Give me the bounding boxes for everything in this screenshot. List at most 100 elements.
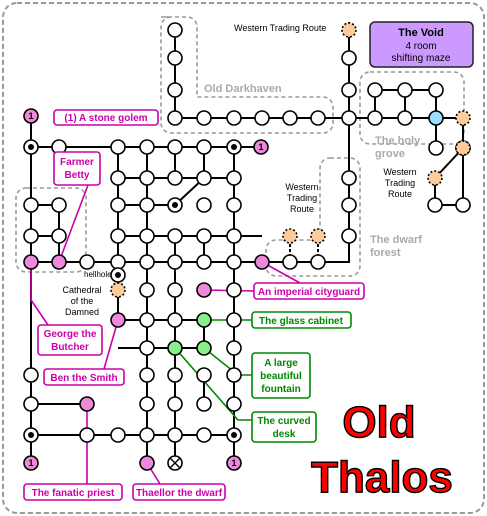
- room-node[interactable]: [23, 228, 39, 244]
- holy-grove-room[interactable]: [428, 110, 444, 126]
- exit-room[interactable]: [310, 228, 326, 244]
- mob-room[interactable]: [254, 254, 270, 270]
- room-node[interactable]: [397, 110, 413, 126]
- exit-room[interactable]: [427, 170, 443, 186]
- room-node[interactable]: [367, 82, 383, 98]
- room-node[interactable]: [341, 110, 357, 126]
- room-node[interactable]: [226, 396, 242, 412]
- room-node[interactable]: [139, 228, 155, 244]
- room-node[interactable]: [397, 82, 413, 98]
- room-node[interactable]: [23, 197, 39, 213]
- room-marker-circle-right[interactable]: [253, 139, 269, 155]
- room-node[interactable]: [341, 82, 357, 98]
- room-node[interactable]: [196, 254, 212, 270]
- room-node[interactable]: [196, 427, 212, 443]
- room-node[interactable]: [310, 110, 326, 126]
- x-room[interactable]: [167, 455, 183, 471]
- room-node[interactable]: [139, 396, 155, 412]
- room-node[interactable]: [167, 312, 183, 328]
- mob-room[interactable]: [51, 254, 67, 270]
- room-node[interactable]: [79, 427, 95, 443]
- room-node[interactable]: [428, 140, 444, 156]
- room-node[interactable]: [167, 50, 183, 66]
- exit-room[interactable]: [455, 110, 471, 126]
- room-node[interactable]: [310, 254, 326, 270]
- room-node[interactable]: [226, 254, 242, 270]
- room-node[interactable]: [196, 197, 212, 213]
- room-node[interactable]: [139, 197, 155, 213]
- exit-room[interactable]: [341, 22, 357, 38]
- mob-ben-smith[interactable]: Ben the Smith: [43, 368, 125, 386]
- room-node[interactable]: [341, 197, 357, 213]
- room-marker-circle-bottom-right[interactable]: [226, 455, 242, 471]
- room-node[interactable]: [51, 197, 67, 213]
- room-node[interactable]: [23, 396, 39, 412]
- mob-room[interactable]: [196, 282, 212, 298]
- room-node[interactable]: [139, 170, 155, 186]
- room-node[interactable]: [139, 282, 155, 298]
- room-node[interactable]: [367, 110, 383, 126]
- room-node[interactable]: [167, 282, 183, 298]
- room-node[interactable]: [110, 254, 126, 270]
- room-node[interactable]: [196, 170, 212, 186]
- room-node[interactable]: [139, 312, 155, 328]
- mob-fanatic-priest[interactable]: The fanatic priest: [23, 483, 123, 501]
- room-node[interactable]: [167, 396, 183, 412]
- room-node[interactable]: [254, 110, 270, 126]
- room-node[interactable]: [196, 396, 212, 412]
- exit-room[interactable]: [455, 140, 471, 156]
- room-node[interactable]: [139, 367, 155, 383]
- room-node[interactable]: [226, 110, 242, 126]
- object-fountain[interactable]: A large beautiful fountain: [251, 352, 311, 399]
- mob-room[interactable]: [139, 455, 155, 471]
- room-node[interactable]: [139, 139, 155, 155]
- room-node[interactable]: [167, 367, 183, 383]
- object-room[interactable]: [196, 340, 212, 356]
- room-node[interactable]: [167, 110, 183, 126]
- room-node[interactable]: [51, 228, 67, 244]
- room-node[interactable]: [167, 139, 183, 155]
- room-marker-circle-bottom-left[interactable]: [23, 455, 39, 471]
- room-node[interactable]: [455, 197, 471, 213]
- room-node[interactable]: [167, 254, 183, 270]
- mob-room[interactable]: [79, 396, 95, 412]
- room-node[interactable]: [196, 110, 212, 126]
- room-node[interactable]: [341, 170, 357, 186]
- mob-stone-golem[interactable]: (1) A stone golem: [53, 109, 159, 126]
- room-node[interactable]: [110, 197, 126, 213]
- mob-imperial-cityguard[interactable]: An imperial cityguard: [253, 282, 365, 300]
- room-node[interactable]: [167, 170, 183, 186]
- room-node[interactable]: [282, 254, 298, 270]
- room-node[interactable]: [196, 367, 212, 383]
- room-node[interactable]: [341, 50, 357, 66]
- exit-room[interactable]: [110, 282, 126, 298]
- room-node[interactable]: [282, 110, 298, 126]
- room-node[interactable]: [139, 254, 155, 270]
- room-node[interactable]: [110, 139, 126, 155]
- room-node[interactable]: [167, 82, 183, 98]
- room-node[interactable]: [427, 197, 443, 213]
- room-node[interactable]: [341, 228, 357, 244]
- room-node[interactable]: [226, 228, 242, 244]
- room-node[interactable]: [167, 22, 183, 38]
- mob-farmer-betty[interactable]: Farmer Betty: [53, 151, 101, 186]
- mob-room[interactable]: [110, 312, 126, 328]
- room-node[interactable]: [226, 170, 242, 186]
- object-room[interactable]: [196, 312, 212, 328]
- room-node[interactable]: [196, 228, 212, 244]
- exit-room[interactable]: [282, 228, 298, 244]
- mob-room[interactable]: [23, 254, 39, 270]
- room-node[interactable]: [226, 340, 242, 356]
- room-node[interactable]: [428, 82, 444, 98]
- room-node[interactable]: [196, 139, 212, 155]
- room-node[interactable]: [226, 367, 242, 383]
- room-node[interactable]: [110, 427, 126, 443]
- the-void-box[interactable]: The Void 4 room shifting maze: [369, 21, 474, 68]
- room-node[interactable]: [110, 170, 126, 186]
- room-node[interactable]: [226, 312, 242, 328]
- object-glass-cabinet[interactable]: The glass cabinet: [251, 311, 352, 329]
- room-marker-circle-top-left[interactable]: [23, 108, 39, 124]
- room-node[interactable]: [139, 340, 155, 356]
- room-node[interactable]: [110, 228, 126, 244]
- room-node[interactable]: [23, 367, 39, 383]
